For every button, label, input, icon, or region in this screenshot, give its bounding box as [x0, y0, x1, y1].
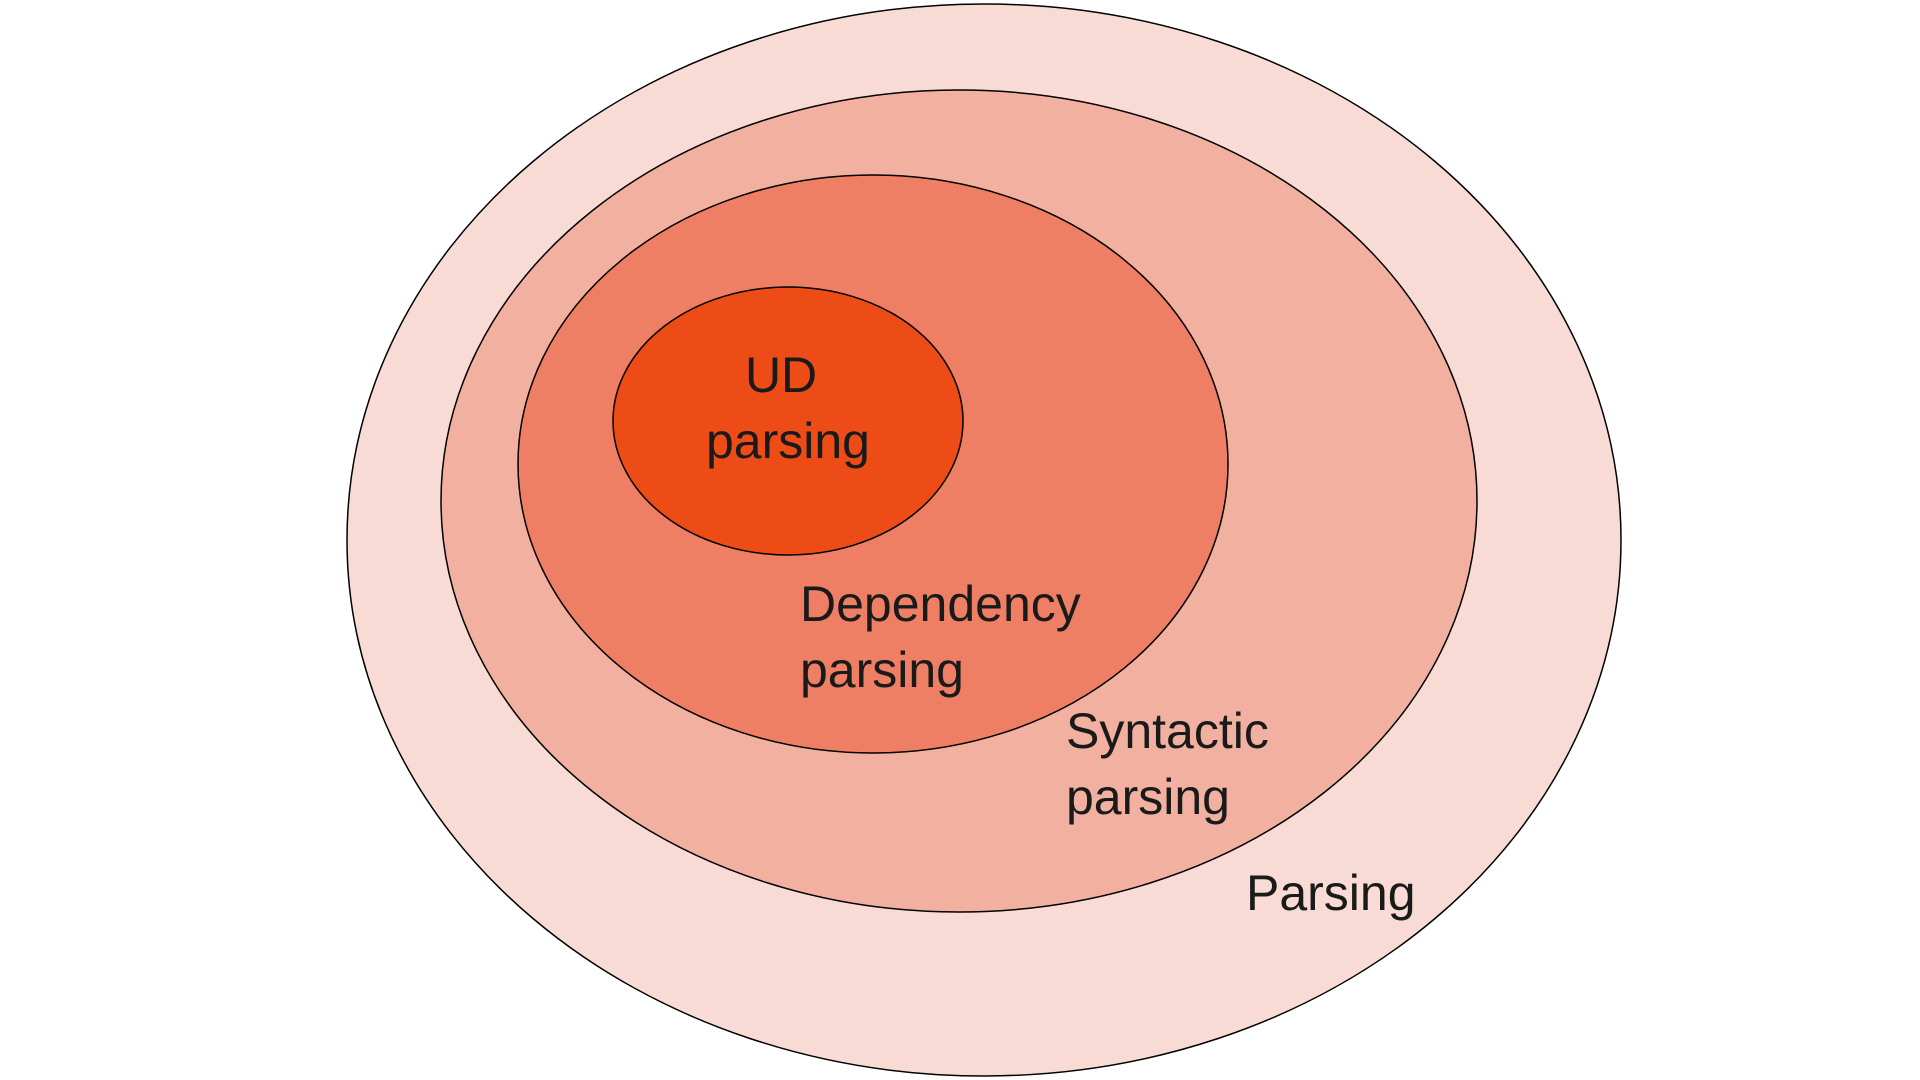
ud-parsing-label-line1: UD [745, 347, 817, 403]
parsing-label: Parsing [1246, 865, 1416, 921]
ud-parsing-set-ellipse [612, 286, 964, 556]
dependency-parsing-label-line2: parsing [800, 642, 964, 698]
syntactic-parsing-label: Syntactic parsing [1066, 703, 1283, 825]
parsing-label-line1: Parsing [1246, 865, 1416, 921]
dependency-parsing-label: Dependency parsing [800, 576, 1095, 698]
syntactic-parsing-label-line1: Syntactic [1066, 703, 1269, 759]
syntactic-parsing-label-line2: parsing [1066, 769, 1230, 825]
ud-parsing-label: UD parsing [706, 347, 870, 469]
dependency-parsing-label-line1: Dependency [800, 576, 1081, 632]
ud-parsing-label-line2: parsing [706, 413, 870, 469]
